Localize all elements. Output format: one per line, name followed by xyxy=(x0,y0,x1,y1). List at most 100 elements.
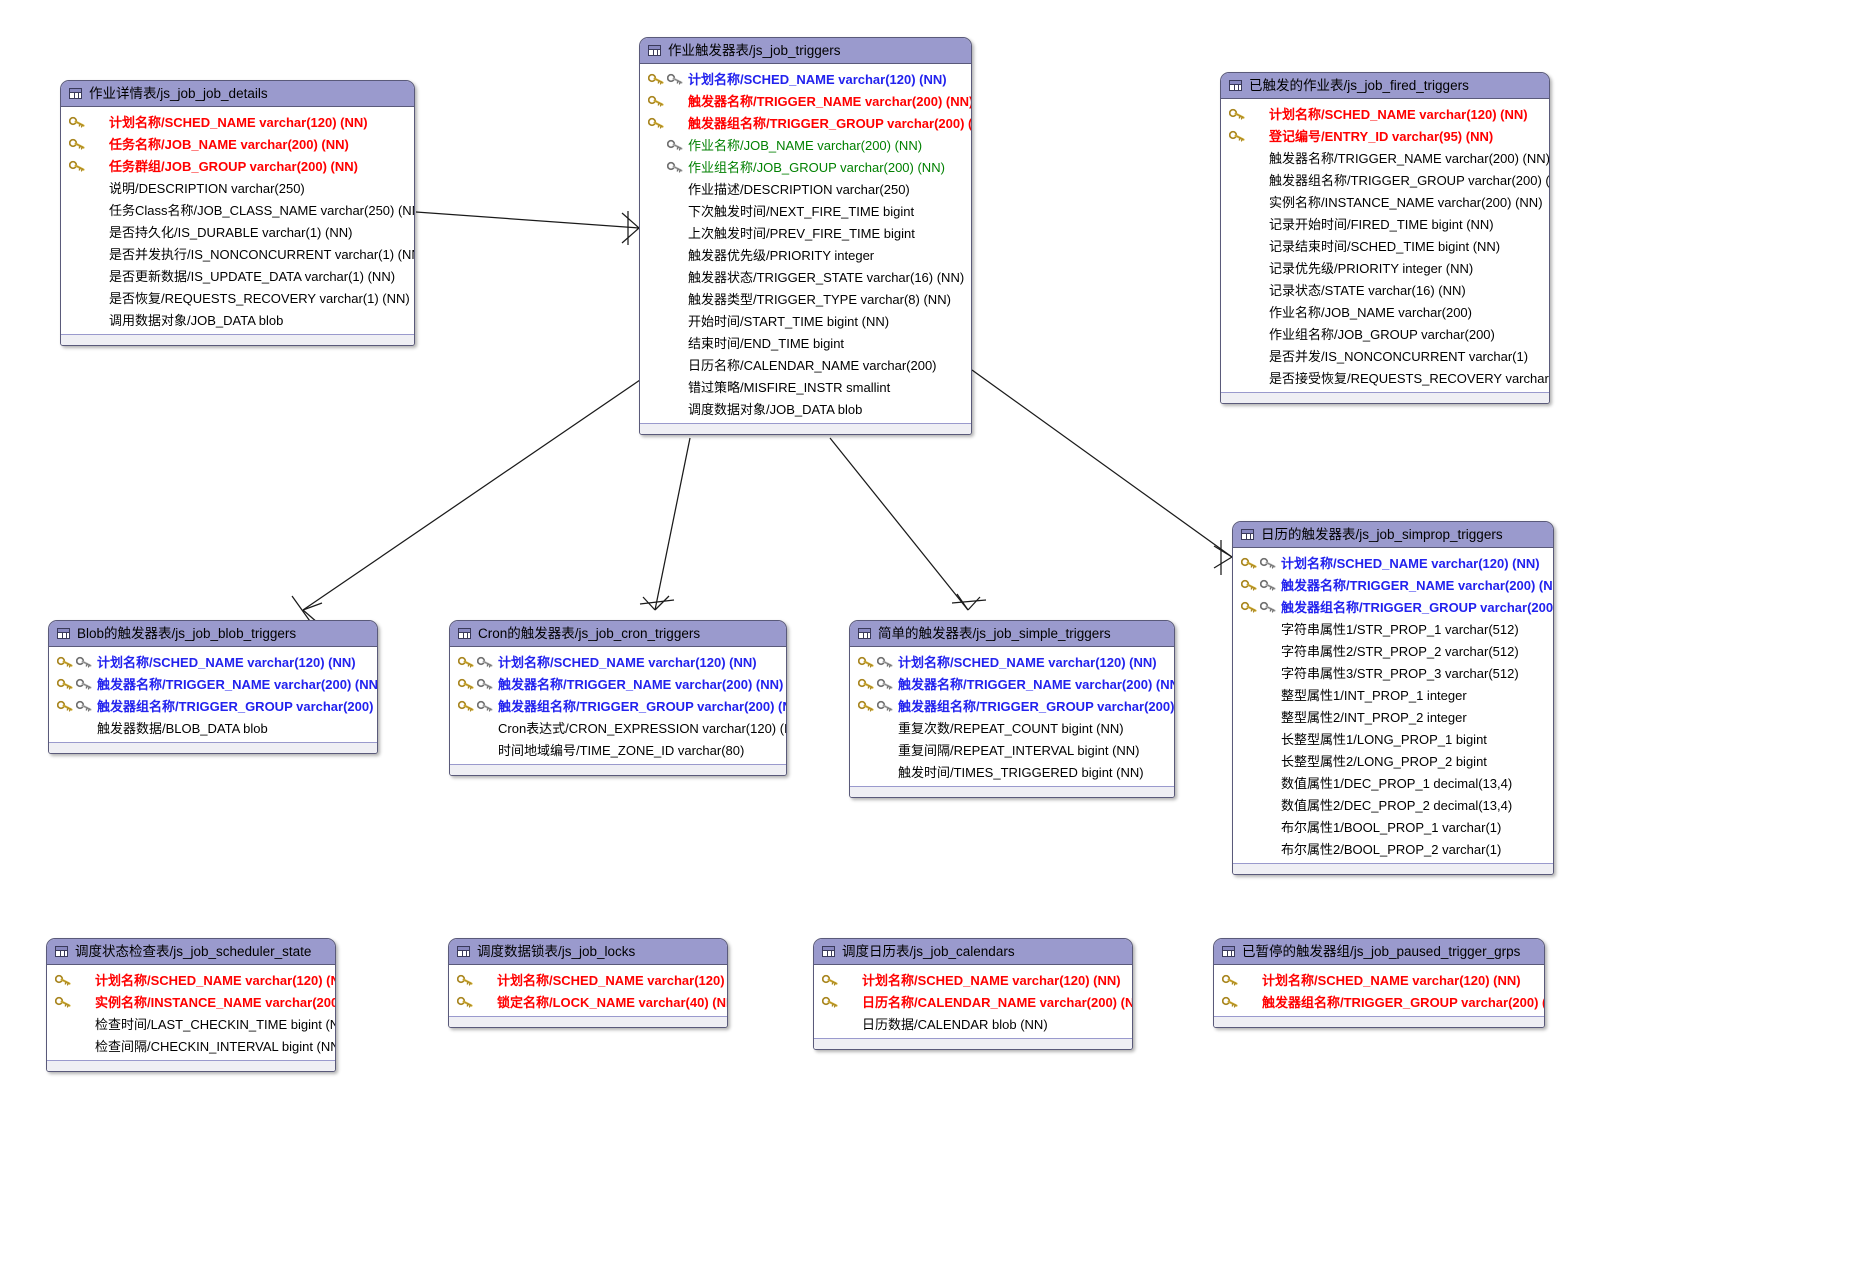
field-row[interactable]: 作业名称/JOB_NAME varchar(200) xyxy=(1221,301,1549,323)
field-row[interactable]: 触发器数据/BLOB_DATA blob xyxy=(49,717,377,739)
field-row[interactable]: 记录状态/STATE varchar(16) (NN) xyxy=(1221,279,1549,301)
field-row[interactable]: 任务名称/JOB_NAME varchar(200) (NN) xyxy=(61,133,414,155)
entity-header-calendars[interactable]: 调度日历表/js_job_calendars xyxy=(814,939,1132,965)
field-row[interactable]: 调度数据对象/JOB_DATA blob xyxy=(640,398,971,420)
entity-calendars[interactable]: 调度日历表/js_job_calendars 计划名称/SCHED_NAME va… xyxy=(813,938,1133,1050)
field-row[interactable]: 触发器名称/TRIGGER_NAME varchar(200) (NN) xyxy=(49,673,377,695)
field-row[interactable]: 任务群组/JOB_GROUP varchar(200) (NN) xyxy=(61,155,414,177)
field-row[interactable]: 整型属性1/INT_PROP_1 integer xyxy=(1233,684,1553,706)
field-row[interactable]: 触发器组名称/TRIGGER_GROUP varchar(200) (NN) xyxy=(450,695,786,717)
field-row[interactable]: 触发器名称/TRIGGER_NAME varchar(200) (NN) xyxy=(450,673,786,695)
field-row[interactable]: 是否恢复/REQUESTS_RECOVERY varchar(1) (NN) xyxy=(61,287,414,309)
field-row[interactable]: 计划名称/SCHED_NAME varchar(120) (NN) xyxy=(450,651,786,673)
field-row[interactable]: 作业名称/JOB_NAME varchar(200) (NN) xyxy=(640,134,971,156)
field-row[interactable]: 触发器名称/TRIGGER_NAME varchar(200) (NN) xyxy=(1233,574,1553,596)
field-row[interactable]: 记录结束时间/SCHED_TIME bigint (NN) xyxy=(1221,235,1549,257)
entity-header-job_details[interactable]: 作业详情表/js_job_job_details xyxy=(61,81,414,107)
entity-cron_triggers[interactable]: Cron的触发器表/js_job_cron_triggers 计划名称/SCHED… xyxy=(449,620,787,776)
field-row[interactable]: 字符串属性2/STR_PROP_2 varchar(512) xyxy=(1233,640,1553,662)
field-row[interactable]: 触发器状态/TRIGGER_STATE varchar(16) (NN) xyxy=(640,266,971,288)
field-row[interactable]: 日历名称/CALENDAR_NAME varchar(200) xyxy=(640,354,971,376)
field-row[interactable]: 是否并发执行/IS_NONCONCURRENT varchar(1) (NN) xyxy=(61,243,414,265)
entity-blob_triggers[interactable]: Blob的触发器表/js_job_blob_triggers 计划名称/SCHED… xyxy=(48,620,378,754)
entity-paused_trigger_grps[interactable]: 已暂停的触发器组/js_job_paused_trigger_grps 计划名称/… xyxy=(1213,938,1545,1028)
field-row[interactable]: 触发器组名称/TRIGGER_GROUP varchar(200) (NN) xyxy=(1214,991,1544,1013)
field-row[interactable]: 布尔属性1/BOOL_PROP_1 varchar(1) xyxy=(1233,816,1553,838)
field-row[interactable]: 长整型属性1/LONG_PROP_1 bigint xyxy=(1233,728,1553,750)
field-row[interactable]: 日历名称/CALENDAR_NAME varchar(200) (NN) xyxy=(814,991,1132,1013)
field-row[interactable]: 是否并发/IS_NONCONCURRENT varchar(1) xyxy=(1221,345,1549,367)
field-row[interactable]: 记录开始时间/FIRED_TIME bigint (NN) xyxy=(1221,213,1549,235)
field-row[interactable]: 触发器优先级/PRIORITY integer xyxy=(640,244,971,266)
field-row[interactable]: 开始时间/START_TIME bigint (NN) xyxy=(640,310,971,332)
field-row[interactable]: 计划名称/SCHED_NAME varchar(120) (NN) xyxy=(61,111,414,133)
field-row[interactable]: 触发器名称/TRIGGER_NAME varchar(200) (NN) xyxy=(850,673,1174,695)
field-row[interactable]: 数值属性2/DEC_PROP_2 decimal(13,4) xyxy=(1233,794,1553,816)
field-row[interactable]: 错过策略/MISFIRE_INSTR smallint xyxy=(640,376,971,398)
field-row[interactable]: 触发器组名称/TRIGGER_GROUP varchar(200) (NN) xyxy=(49,695,377,717)
field-row[interactable]: 计划名称/SCHED_NAME varchar(120) (NN) xyxy=(449,969,727,991)
field-row[interactable]: 登记编号/ENTRY_ID varchar(95) (NN) xyxy=(1221,125,1549,147)
field-row[interactable]: 时间地域编号/TIME_ZONE_ID varchar(80) xyxy=(450,739,786,761)
entity-header-fired_triggers[interactable]: 已触发的作业表/js_job_fired_triggers xyxy=(1221,73,1549,99)
field-row[interactable]: 字符串属性1/STR_PROP_1 varchar(512) xyxy=(1233,618,1553,640)
field-row[interactable]: 计划名称/SCHED_NAME varchar(120) (NN) xyxy=(814,969,1132,991)
field-row[interactable]: 检查间隔/CHECKIN_INTERVAL bigint (NN) xyxy=(47,1035,335,1057)
field-row[interactable]: 计划名称/SCHED_NAME varchar(120) (NN) xyxy=(1233,552,1553,574)
field-row[interactable]: 长整型属性2/LONG_PROP_2 bigint xyxy=(1233,750,1553,772)
field-row[interactable]: 触发器组名称/TRIGGER_GROUP varchar(200) (NN) xyxy=(1233,596,1553,618)
field-row[interactable]: 锁定名称/LOCK_NAME varchar(40) (NN) xyxy=(449,991,727,1013)
field-row[interactable]: 重复次数/REPEAT_COUNT bigint (NN) xyxy=(850,717,1174,739)
field-row[interactable]: 实例名称/INSTANCE_NAME varchar(200) (NN) xyxy=(47,991,335,1013)
field-row[interactable]: 触发器名称/TRIGGER_NAME varchar(200) (NN) xyxy=(1221,147,1549,169)
entity-fired_triggers[interactable]: 已触发的作业表/js_job_fired_triggers 计划名称/SCHED_… xyxy=(1220,72,1550,404)
field-row[interactable]: 说明/DESCRIPTION varchar(250) xyxy=(61,177,414,199)
field-row[interactable]: 结束时间/END_TIME bigint xyxy=(640,332,971,354)
field-row[interactable]: 触发器组名称/TRIGGER_GROUP varchar(200) (NN) xyxy=(1221,169,1549,191)
entity-locks[interactable]: 调度数据锁表/js_job_locks 计划名称/SCHED_NAME varch… xyxy=(448,938,728,1028)
field-row[interactable]: 计划名称/SCHED_NAME varchar(120) (NN) xyxy=(47,969,335,991)
field-row[interactable]: 计划名称/SCHED_NAME varchar(120) (NN) xyxy=(1221,103,1549,125)
field-row[interactable]: 检查时间/LAST_CHECKIN_TIME bigint (NN) xyxy=(47,1013,335,1035)
field-row[interactable]: 上次触发时间/PREV_FIRE_TIME bigint xyxy=(640,222,971,244)
field-row[interactable]: 整型属性2/INT_PROP_2 integer xyxy=(1233,706,1553,728)
field-row[interactable]: 是否接受恢复/REQUESTS_RECOVERY varchar(1) xyxy=(1221,367,1549,389)
entity-header-simprop_triggers[interactable]: 日历的触发器表/js_job_simprop_triggers xyxy=(1233,522,1553,548)
field-row[interactable]: 触发器类型/TRIGGER_TYPE varchar(8) (NN) xyxy=(640,288,971,310)
entity-job_triggers[interactable]: 作业触发器表/js_job_triggers 计划名称/SCHED_NAME va… xyxy=(639,37,972,435)
entity-header-job_triggers[interactable]: 作业触发器表/js_job_triggers xyxy=(640,38,971,64)
field-row[interactable]: 重复间隔/REPEAT_INTERVAL bigint (NN) xyxy=(850,739,1174,761)
entity-scheduler_state[interactable]: 调度状态检查表/js_job_scheduler_state 计划名称/SCHED… xyxy=(46,938,336,1072)
field-row[interactable]: 计划名称/SCHED_NAME varchar(120) (NN) xyxy=(1214,969,1544,991)
field-row[interactable]: 触发器名称/TRIGGER_NAME varchar(200) (NN) xyxy=(640,90,971,112)
field-row[interactable]: 记录优先级/PRIORITY integer (NN) xyxy=(1221,257,1549,279)
entity-job_details[interactable]: 作业详情表/js_job_job_details 计划名称/SCHED_NAME … xyxy=(60,80,415,346)
field-row[interactable]: 作业描述/DESCRIPTION varchar(250) xyxy=(640,178,971,200)
entity-header-cron_triggers[interactable]: Cron的触发器表/js_job_cron_triggers xyxy=(450,621,786,647)
field-row[interactable]: 日历数据/CALENDAR blob (NN) xyxy=(814,1013,1132,1035)
field-row[interactable]: 计划名称/SCHED_NAME varchar(120) (NN) xyxy=(640,68,971,90)
field-row[interactable]: Cron表达式/CRON_EXPRESSION varchar(120) (NN… xyxy=(450,717,786,739)
entity-simple_triggers[interactable]: 简单的触发器表/js_job_simple_triggers 计划名称/SCHED… xyxy=(849,620,1175,798)
field-row[interactable]: 数值属性1/DEC_PROP_1 decimal(13,4) xyxy=(1233,772,1553,794)
field-row[interactable]: 字符串属性3/STR_PROP_3 varchar(512) xyxy=(1233,662,1553,684)
entity-header-paused_trigger_grps[interactable]: 已暂停的触发器组/js_job_paused_trigger_grps xyxy=(1214,939,1544,965)
field-row[interactable]: 触发时间/TIMES_TRIGGERED bigint (NN) xyxy=(850,761,1174,783)
field-row[interactable]: 作业组名称/JOB_GROUP varchar(200) (NN) xyxy=(640,156,971,178)
entity-simprop_triggers[interactable]: 日历的触发器表/js_job_simprop_triggers 计划名称/SCHE… xyxy=(1232,521,1554,875)
field-row[interactable]: 任务Class名称/JOB_CLASS_NAME varchar(250) (N… xyxy=(61,199,414,221)
entity-header-locks[interactable]: 调度数据锁表/js_job_locks xyxy=(449,939,727,965)
entity-header-scheduler_state[interactable]: 调度状态检查表/js_job_scheduler_state xyxy=(47,939,335,965)
field-row[interactable]: 实例名称/INSTANCE_NAME varchar(200) (NN) xyxy=(1221,191,1549,213)
field-row[interactable]: 计划名称/SCHED_NAME varchar(120) (NN) xyxy=(850,651,1174,673)
field-row[interactable]: 是否更新数据/IS_UPDATE_DATA varchar(1) (NN) xyxy=(61,265,414,287)
field-row[interactable]: 是否持久化/IS_DURABLE varchar(1) (NN) xyxy=(61,221,414,243)
field-row[interactable]: 布尔属性2/BOOL_PROP_2 varchar(1) xyxy=(1233,838,1553,860)
field-row[interactable]: 触发器组名称/TRIGGER_GROUP varchar(200) (NN) xyxy=(850,695,1174,717)
field-row[interactable]: 作业组名称/JOB_GROUP varchar(200) xyxy=(1221,323,1549,345)
entity-header-blob_triggers[interactable]: Blob的触发器表/js_job_blob_triggers xyxy=(49,621,377,647)
field-row[interactable]: 调用数据对象/JOB_DATA blob xyxy=(61,309,414,331)
entity-header-simple_triggers[interactable]: 简单的触发器表/js_job_simple_triggers xyxy=(850,621,1174,647)
field-row[interactable]: 计划名称/SCHED_NAME varchar(120) (NN) xyxy=(49,651,377,673)
field-row[interactable]: 下次触发时间/NEXT_FIRE_TIME bigint xyxy=(640,200,971,222)
